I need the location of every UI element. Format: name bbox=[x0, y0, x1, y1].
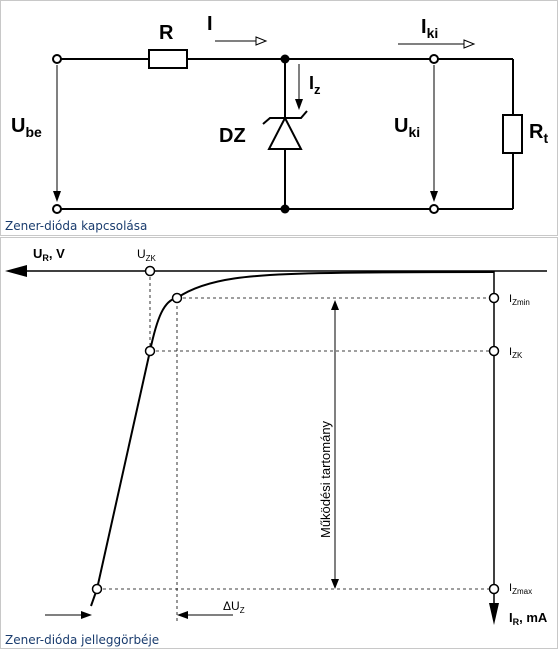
terminal-in-top bbox=[52, 54, 62, 64]
characteristic-panel: Működési tartomány UR, V UZK IZmin IZK I… bbox=[0, 237, 558, 649]
resistor-r bbox=[148, 49, 188, 69]
characteristic-caption: Zener-dióda jelleggörbéje bbox=[5, 633, 160, 647]
label-dz: DZ bbox=[219, 125, 246, 147]
zener-curve bbox=[90, 271, 495, 607]
izmin-curve-point bbox=[171, 292, 183, 304]
izmax-curve-point bbox=[91, 583, 103, 595]
uzk-point bbox=[144, 265, 156, 277]
iz-arrow-head bbox=[295, 99, 303, 110]
range-arrow-bottom bbox=[331, 579, 339, 589]
izmin-label: IZmin bbox=[509, 293, 530, 307]
label-iki: Iki bbox=[421, 16, 438, 41]
izk-label: IZK bbox=[509, 346, 523, 360]
terminal-in-bottom bbox=[52, 204, 62, 214]
uki-arrow-head bbox=[430, 191, 438, 202]
range-label: Működési tartomány bbox=[318, 420, 333, 538]
uzk-label: UZK bbox=[137, 247, 157, 263]
circuit-caption: Zener-dióda kapcsolása bbox=[5, 219, 148, 233]
ir-axis-arrow bbox=[489, 603, 499, 625]
junction-top bbox=[280, 54, 290, 64]
izmax-label: IZmax bbox=[509, 582, 532, 596]
izk-curve-point bbox=[144, 345, 156, 357]
ube-arrow-head bbox=[53, 191, 61, 202]
zener-circuit-diagram: R I Iki Iz Ube DZ Uki Rt bbox=[11, 13, 548, 214]
label-r: R bbox=[159, 22, 174, 44]
ur-axis-arrow bbox=[5, 265, 27, 277]
label-uki: Uki bbox=[394, 115, 420, 140]
resistor-rt bbox=[502, 114, 523, 154]
iki-arrow-head bbox=[463, 39, 476, 49]
label-i: I bbox=[207, 13, 213, 35]
delta-uz-left-head bbox=[81, 611, 92, 619]
circuit-panel: R I Iki Iz Ube DZ Uki Rt Zener-dióda kap… bbox=[0, 0, 558, 236]
terminal-out-top bbox=[429, 54, 439, 64]
zener-characteristic-diagram: Működési tartomány UR, V UZK IZmin IZK I… bbox=[5, 246, 548, 627]
delta-uz-right-head bbox=[177, 611, 188, 619]
ur-axis-label: UR, V bbox=[33, 246, 65, 263]
junction-bottom bbox=[280, 204, 290, 214]
label-iz: Iz bbox=[309, 73, 321, 97]
izmin-axis-point bbox=[488, 292, 500, 304]
delta-uz-label: ΔUZ bbox=[223, 599, 245, 615]
terminal-out-bottom bbox=[429, 204, 439, 214]
label-ube: Ube bbox=[11, 115, 42, 140]
izk-axis-point bbox=[488, 345, 500, 357]
range-arrow-top bbox=[331, 300, 339, 310]
i-arrow-head bbox=[255, 36, 268, 46]
ir-axis-label: IR, mA bbox=[509, 610, 548, 627]
zener-triangle bbox=[267, 115, 303, 150]
label-rt: Rt bbox=[529, 121, 548, 146]
izmax-axis-point bbox=[488, 583, 500, 595]
